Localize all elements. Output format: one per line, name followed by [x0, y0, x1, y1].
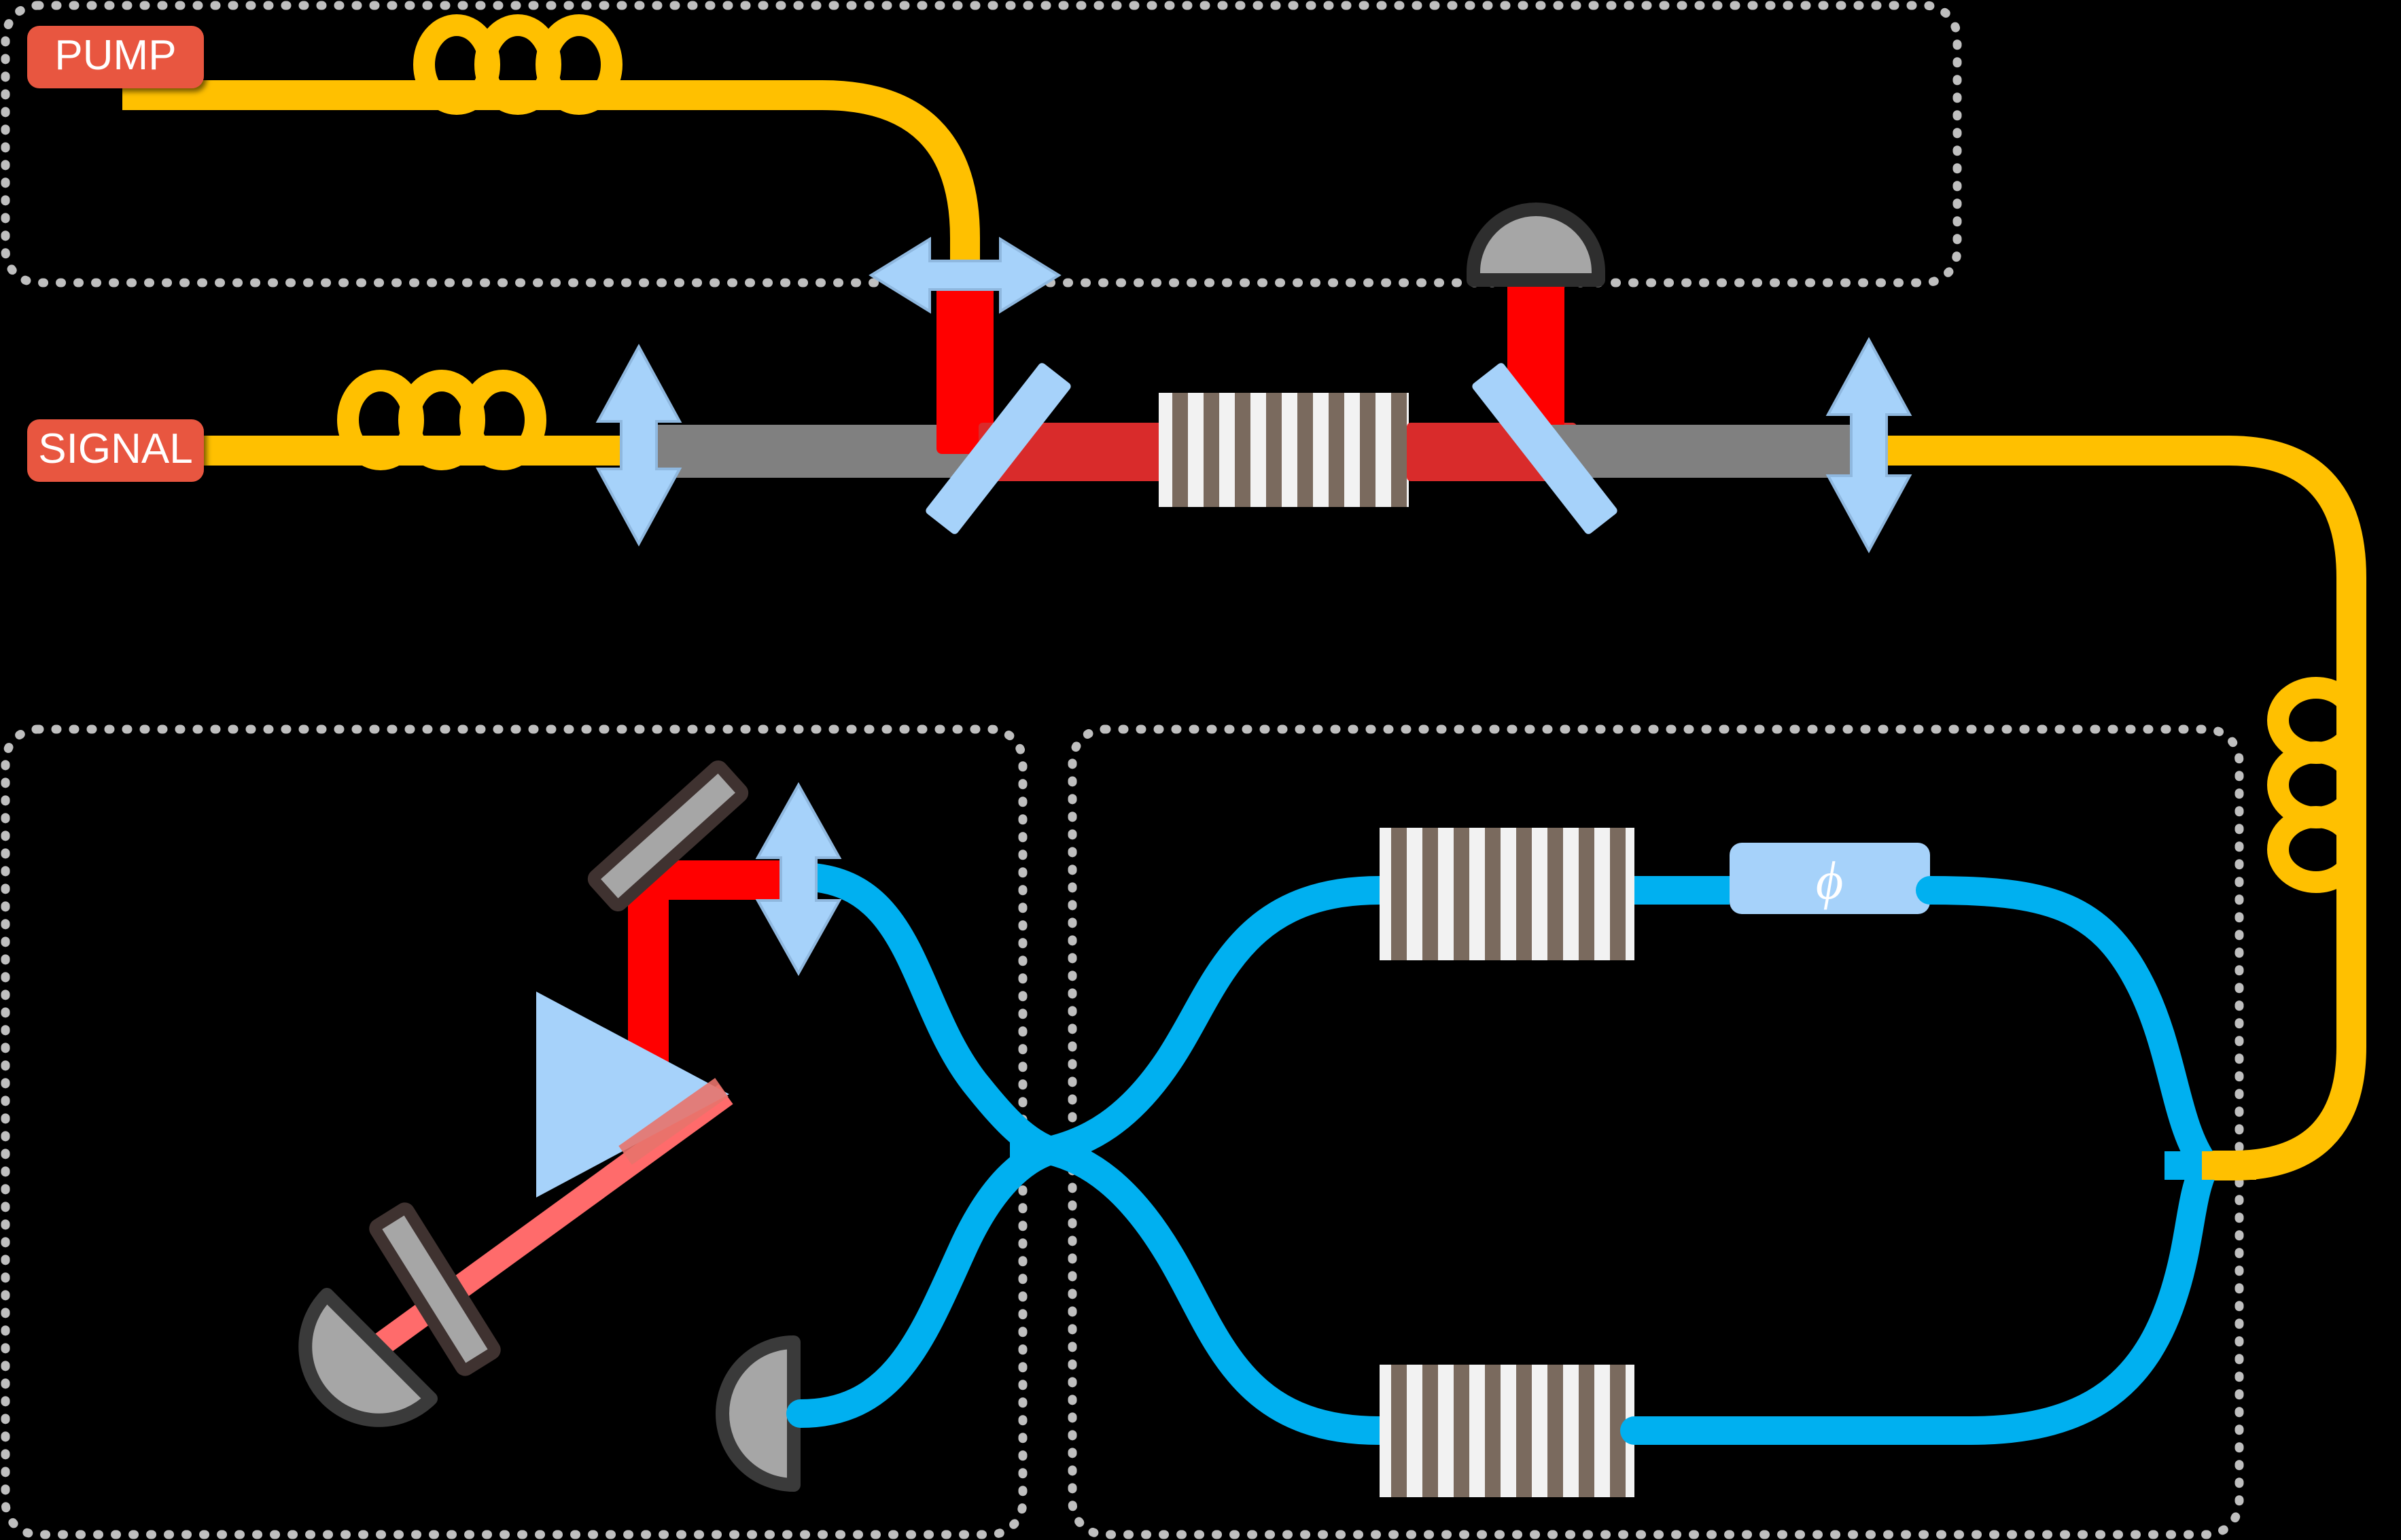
steering-mirror-upper[interactable] — [587, 760, 749, 911]
coupler-left — [1010, 1136, 1091, 1165]
top-grating — [1159, 393, 1409, 507]
signal-pol-controller — [337, 370, 546, 470]
bottom-left-panel — [1, 724, 1028, 1539]
pump-pol-controller — [413, 14, 623, 115]
dichroic-mirror-output[interactable] — [1471, 362, 1619, 536]
signal-label[interactable]: SIGNAL — [27, 419, 204, 482]
polarization-arrow-output — [1825, 336, 1912, 554]
waveguide-output — [1549, 425, 1876, 478]
fiber-blue-lower-left — [786, 1136, 1064, 1428]
beam-red-bright-vertical — [936, 265, 994, 454]
output-pol-controller — [2267, 677, 2365, 893]
coupler-right-yellow-tip — [2202, 1151, 2256, 1180]
dichroic-mirror-input[interactable] — [924, 362, 1072, 536]
signal-label-text: SIGNAL — [38, 425, 192, 472]
steering-mirror-lower[interactable] — [369, 1202, 501, 1376]
detector-fiber[interactable] — [716, 1335, 801, 1492]
phase-shifter[interactable] — [1730, 843, 1930, 914]
pump-fiber — [122, 80, 980, 282]
polarization-arrow-signal-in — [595, 343, 682, 547]
phase-shifter-label: ϕ — [1816, 851, 1843, 910]
pump-label-text: PUMP — [54, 32, 176, 79]
fiber-blue-upper-arm-out — [1916, 876, 2220, 1180]
detector-reflected[interactable] — [298, 1288, 438, 1427]
dispersive-prism[interactable] — [536, 992, 729, 1197]
polarization-arrow-free-space — [755, 782, 842, 977]
pump-label[interactable]: PUMP — [27, 26, 204, 88]
beam-dump[interactable] — [1467, 203, 1605, 287]
beam-red-bright-to-dump — [1507, 258, 1564, 428]
lower-arm-grating — [1380, 1365, 1634, 1497]
fiber-blue-upper-left — [784, 862, 1064, 1165]
beam-red-faded-in-prism — [618, 1078, 729, 1165]
polarization-arrow-pump — [869, 237, 1062, 314]
output-fiber — [1862, 436, 2366, 1180]
fiber-blue-upper-arm-in — [1036, 876, 1394, 1165]
upper-arm-grating — [1380, 828, 1634, 960]
fiber-blue-lower-arm-out — [1620, 1151, 2220, 1445]
fiber-blue-lower-arm-in — [1036, 1136, 1394, 1445]
